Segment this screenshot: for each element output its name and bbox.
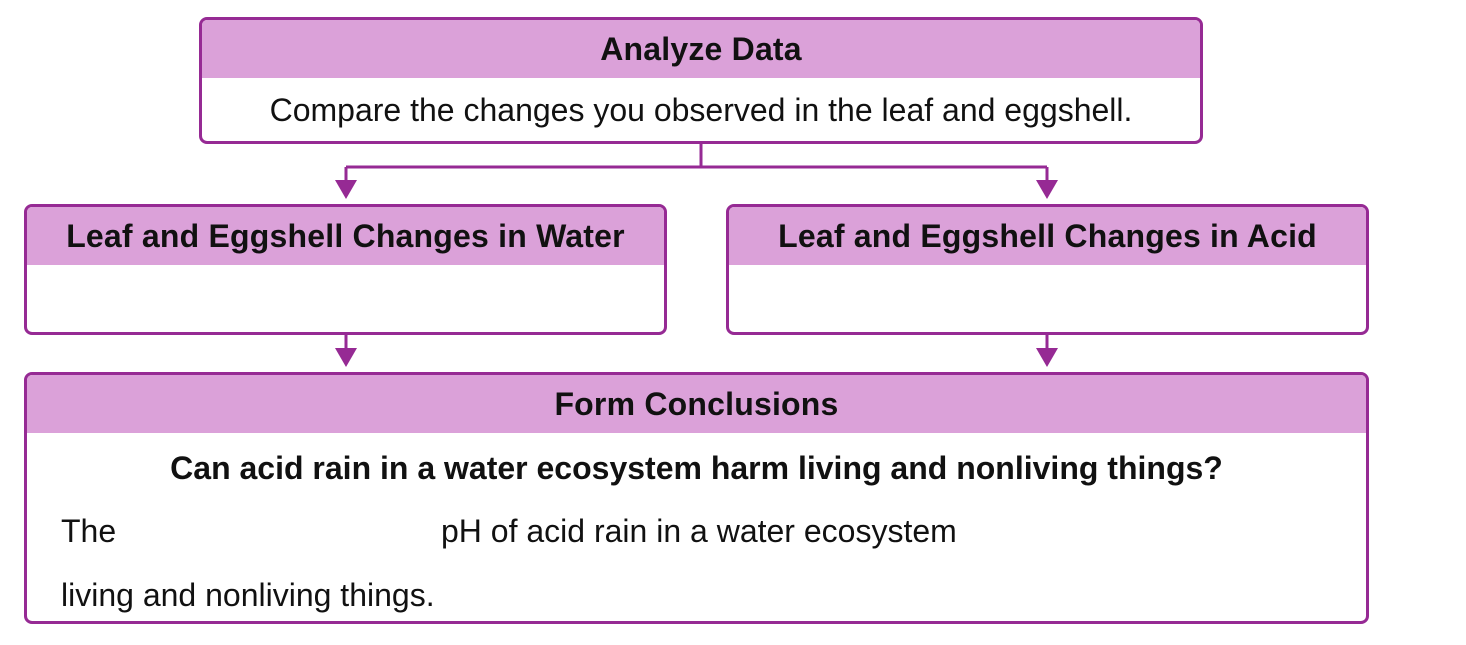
analyze-data-prompt: Compare the changes you observed in the … <box>269 92 1133 128</box>
arrowhead-water-box <box>335 180 357 199</box>
conclusion-question: Can acid rain in a water ecosystem harm … <box>170 450 1223 486</box>
arrowhead-acid-box <box>1036 180 1058 199</box>
sentence-the: The <box>61 513 117 549</box>
water-changes-title: Leaf and Eggshell Changes in Water <box>27 207 664 265</box>
water-changes-box: Leaf and Eggshell Changes in Water <box>24 204 667 335</box>
conclusion-sentence-line1: The pH of acid rain in a water ecosystem <box>61 511 1351 551</box>
sentence-living-nonliving: living and nonliving things. <box>61 577 435 613</box>
arrowhead-conclusion-right <box>1036 348 1058 367</box>
analyze-data-title: Analyze Data <box>202 20 1200 78</box>
blank-ph-level[interactable] <box>133 511 433 551</box>
analyze-data-box: Analyze Data Compare the changes you obs… <box>199 17 1203 144</box>
blank-effect[interactable] <box>1021 511 1341 551</box>
sentence-ph-of-acid-rain: pH of acid rain in a water ecosystem <box>441 513 957 549</box>
water-changes-answer-area[interactable] <box>27 265 664 332</box>
form-conclusions-title: Form Conclusions <box>27 375 1366 433</box>
form-conclusions-box: Form Conclusions Can acid rain in a wate… <box>24 372 1369 624</box>
arrowhead-conclusion-left <box>335 348 357 367</box>
acid-changes-box: Leaf and Eggshell Changes in Acid <box>726 204 1369 335</box>
acid-changes-answer-area[interactable] <box>729 265 1366 332</box>
acid-changes-title: Leaf and Eggshell Changes in Acid <box>729 207 1366 265</box>
